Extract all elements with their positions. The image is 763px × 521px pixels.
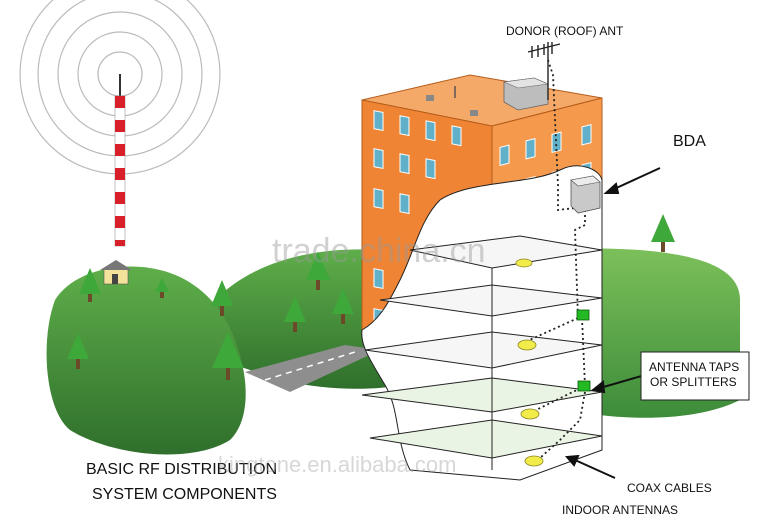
splitter-callout-box <box>640 351 750 401</box>
watermark-bottom: kingtone.en.alibaba.com <box>218 452 457 477</box>
antenna-taps-label: ANTENNA TAPS <box>649 360 739 374</box>
splitter-icon <box>576 309 590 321</box>
radio-tower <box>114 74 126 247</box>
building-cutaway <box>361 165 603 481</box>
donor-antenna-icon <box>527 42 561 100</box>
indoor-antenna-icon <box>520 408 540 420</box>
watermark-center: trade.china.cn <box>272 232 486 270</box>
trees <box>67 214 675 380</box>
road <box>245 345 380 392</box>
tower-hut <box>100 260 132 285</box>
left-hill <box>46 266 246 455</box>
splitters-label: OR SPLITTERS <box>650 375 737 389</box>
indoor-antenna-icon <box>515 258 533 268</box>
bda-label: BDA <box>673 133 706 150</box>
diagram-title-line1: BASIC RF DISTRIBUTION <box>86 461 277 478</box>
coax-cables-label: COAX CABLES <box>627 481 712 495</box>
callout-arrows <box>564 167 661 479</box>
bda-unit-icon <box>570 175 601 214</box>
diagram-title-line2: SYSTEM COMPONENTS <box>92 486 277 503</box>
coax-cables <box>524 59 586 459</box>
indoor-antenna-icon <box>524 455 544 467</box>
splitters <box>576 309 591 392</box>
indoor-antenna-icon <box>517 339 537 351</box>
splitter-icon <box>577 380 591 392</box>
donor-antenna-label: DONOR (ROOF) ANT <box>506 24 624 38</box>
indoor-antennas <box>515 258 544 467</box>
indoor-antennas-label: INDOOR ANTENNAS <box>562 503 678 517</box>
